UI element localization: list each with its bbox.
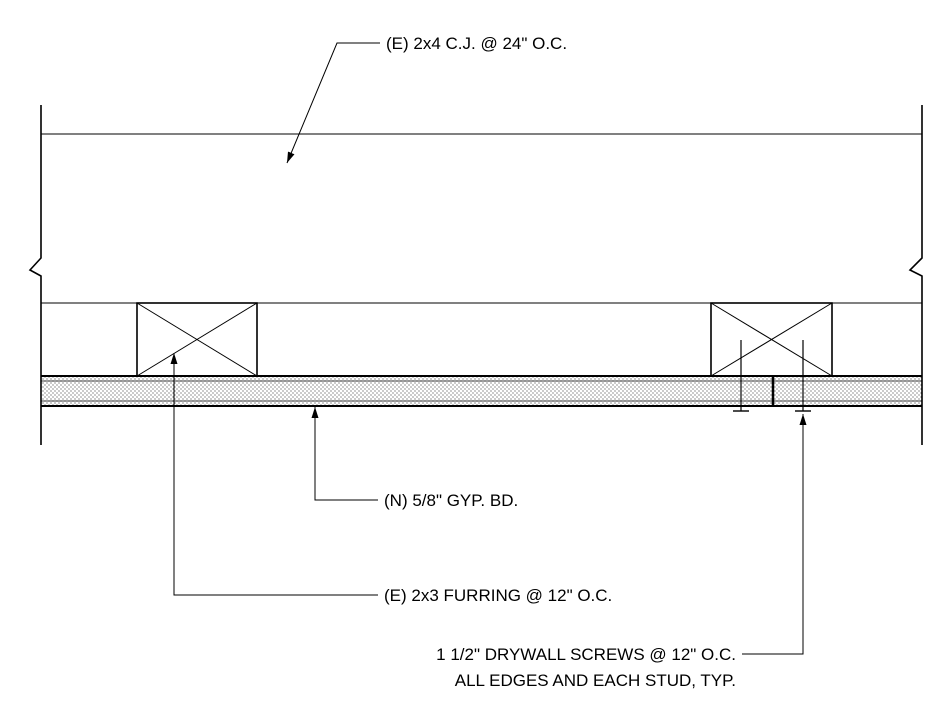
right-break-line [908, 105, 923, 445]
label-furring: (E) 2x3 FURRING @ 12" O.C. [384, 586, 612, 605]
label-screws-line1: 1 1/2" DRYWALL SCREWS @ 12" O.C. [436, 645, 736, 664]
furring-strip-left [136, 302, 258, 377]
leader-gypsum-board [311, 407, 378, 501]
label-ceiling-joist: (E) 2x4 C.J. @ 24" O.C. [386, 34, 567, 53]
drywall-screw-left [733, 340, 749, 412]
left-break-line [28, 105, 42, 445]
leader-screws [742, 414, 807, 655]
gypsum-board [41, 375, 922, 407]
leader-ceiling-joist [286, 42, 380, 164]
label-gypsum-board: (N) 5/8" GYP. BD. [384, 491, 518, 510]
leader-furring [170, 353, 378, 596]
furring-strip-right [710, 302, 833, 377]
label-screws-line2: ALL EDGES AND EACH STUD, TYP. [455, 671, 736, 690]
drywall-screw-right [795, 340, 811, 412]
